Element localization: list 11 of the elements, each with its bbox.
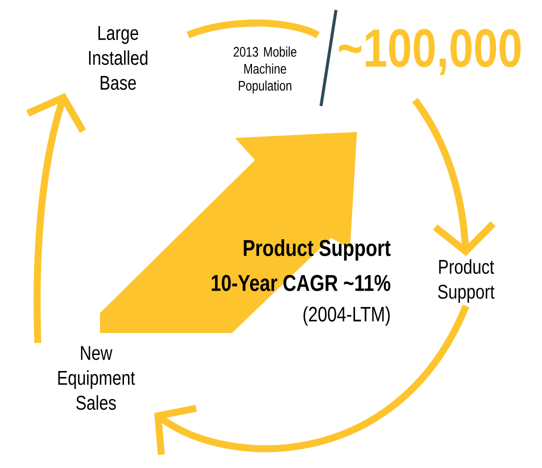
big-number: ~100,000 xyxy=(338,29,521,75)
node-label: Product Support xyxy=(438,259,494,303)
node-label: New Equipment Sales xyxy=(58,346,135,410)
cycle-arrow xyxy=(154,304,470,455)
cycle-arrow xyxy=(412,98,496,256)
cycle-arrow xyxy=(26,93,86,344)
node-label: Large Installed Base xyxy=(89,26,148,90)
headline-text: Product Support xyxy=(244,239,391,261)
caption-text: 2013 Mobile Machine Population xyxy=(234,46,296,94)
headline-text: 10-Year CAGR ~11% xyxy=(212,274,390,292)
period-text: (2004-LTM) xyxy=(304,306,390,326)
